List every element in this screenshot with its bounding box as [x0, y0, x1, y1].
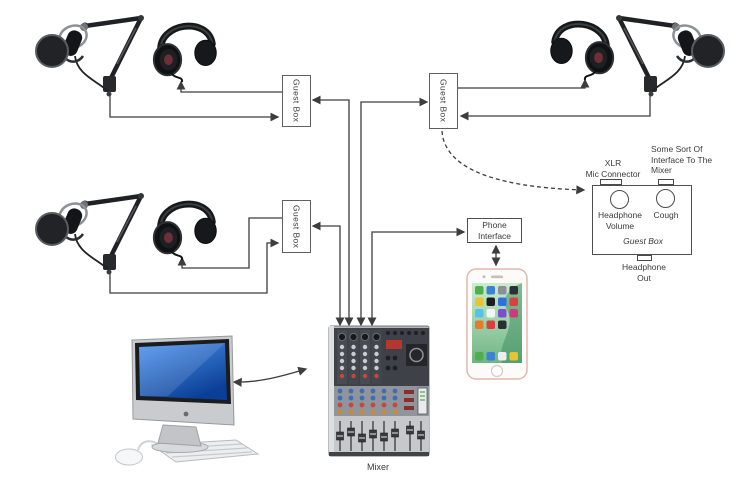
guest-box-1-label: Guest Box	[291, 79, 302, 123]
microphone-mid-left	[35, 184, 155, 276]
headphone-out-label: Headphone Out	[622, 262, 666, 283]
mixer-label: Mixer	[367, 462, 389, 472]
wire-guestbox2-to-headphones2	[457, 78, 590, 89]
wire-guestbox3-to-headphones3	[177, 217, 282, 269]
imac-stand	[157, 424, 202, 447]
mouse	[115, 448, 143, 466]
imac-screen	[139, 343, 227, 400]
guest-box-detail-label: Guest Box	[623, 236, 663, 246]
wire-computer-to-mixer	[232, 366, 308, 387]
iphone-app-icons	[475, 286, 518, 361]
microphone-top-right	[605, 6, 725, 98]
wire-mic3-to-guestbox3	[109, 238, 280, 294]
audio-mixer	[328, 325, 430, 457]
wire-guestbox1-to-mixer	[311, 95, 354, 327]
behringer-logo-panel	[406, 344, 427, 366]
wire-phoneinterface-to-mixer	[367, 227, 466, 327]
mixer-channel-strips	[337, 330, 382, 384]
wire-mic1-to-guestbox1	[109, 95, 280, 122]
interface-to-mixer-label: Some Sort Of Interface To The Mixer	[651, 144, 713, 176]
headphone-volume-label: Headphone Volume	[598, 210, 642, 231]
headphones-mid-left	[148, 190, 226, 262]
xlr-connector-tab	[600, 179, 622, 185]
iphone	[466, 268, 528, 380]
mixer-interface-tab	[658, 179, 674, 185]
wire-guestbox2-to-mixer	[356, 97, 429, 327]
headphone-out-tab	[637, 255, 652, 261]
guest-box-detail: Guest Box	[592, 185, 692, 255]
headphones-top-left	[148, 12, 226, 84]
guest-box-2-label: Guest Box	[438, 79, 449, 123]
guest-box-1: Guest Box	[282, 75, 311, 127]
mixer-eq-knobs	[337, 387, 428, 415]
phone-interface-label: Phone Interface	[477, 219, 512, 241]
home-button	[490, 364, 504, 378]
mixer-led-display	[386, 340, 402, 349]
wire-guestbox2-to-detail-dashed	[441, 130, 586, 195]
phone-interface-box: Phone Interface	[467, 218, 522, 243]
wire-guestbox1-to-headphones1	[176, 80, 282, 93]
apple-logo-icon	[183, 411, 189, 417]
microphone-top-left	[35, 6, 155, 98]
cough-knob	[656, 189, 675, 208]
cough-label: Cough	[653, 210, 679, 220]
headphone-volume-knob	[610, 190, 629, 209]
wire-mic2-to-guestbox2	[459, 87, 651, 121]
guest-box-2: Guest Box	[429, 73, 458, 129]
wire-guestbox3-to-mixer	[311, 221, 345, 327]
guest-box-3: Guest Box	[282, 200, 311, 253]
imac-computer	[115, 335, 260, 466]
xlr-mic-connector-label: XLR Mic Connector	[585, 158, 641, 179]
guest-box-3-label: Guest Box	[291, 204, 302, 249]
